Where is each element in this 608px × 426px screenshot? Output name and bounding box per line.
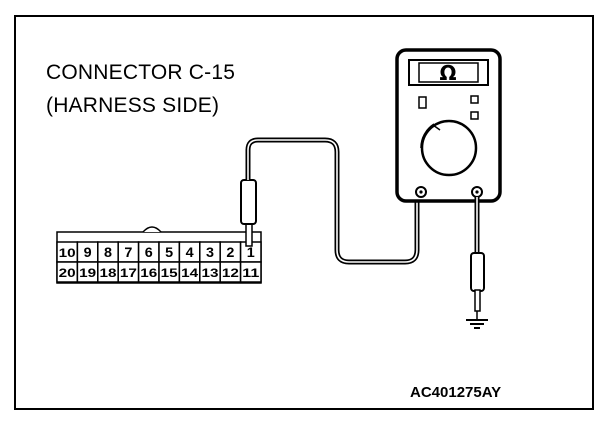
- pin-number-label: 2: [226, 244, 234, 260]
- pin-number-label: 17: [120, 266, 137, 280]
- probe-tip: [245, 221, 253, 247]
- mode-button-bottom: [470, 111, 479, 120]
- pin-number-label: 15: [161, 266, 178, 280]
- pin-number-label: 16: [140, 266, 157, 280]
- pin-number-label: 10: [59, 246, 76, 260]
- pin-number-label: 14: [181, 266, 198, 280]
- pin-number-label: 9: [84, 244, 92, 260]
- figure-frame: [14, 15, 594, 410]
- ground-probe-tip: [474, 289, 481, 312]
- pin-number-label: 3: [206, 244, 214, 260]
- probe-body: [240, 179, 257, 225]
- ground-lead: [466, 197, 488, 329]
- pin-number-label: 20: [59, 266, 76, 280]
- pin-number-label: 8: [104, 244, 112, 260]
- dial-scale: [420, 123, 435, 149]
- pin-number-label: 12: [222, 266, 239, 280]
- figure-code: AC401275AY: [410, 384, 502, 401]
- connector-subtitle: (HARNESS SIDE): [46, 94, 220, 117]
- pin-number-label: 18: [100, 266, 117, 280]
- jack-com-center: [419, 190, 423, 194]
- ground-probe-body: [470, 252, 485, 292]
- ohmmeter: Ω: [395, 48, 502, 203]
- pin-number-label: 5: [165, 244, 173, 260]
- pin-number-label: 1: [247, 244, 255, 260]
- mode-button-top: [470, 95, 479, 104]
- jack-v-ohm-center: [475, 190, 479, 194]
- test-lead-positive-inner: [247, 139, 418, 263]
- pin-number-label: 13: [202, 266, 219, 280]
- range-switch-left: [418, 96, 427, 109]
- connector-latch: [142, 226, 162, 233]
- connector-title: CONNECTOR C-15: [46, 61, 236, 84]
- pin-number-label: 11: [242, 266, 259, 280]
- test-lead-positive: [245, 137, 420, 265]
- pin-cell: [239, 261, 262, 283]
- selector-dial: [420, 119, 478, 177]
- pin-number-label: 6: [145, 244, 153, 260]
- ohm-symbol: Ω: [439, 61, 456, 85]
- pin-number-label: 4: [186, 244, 194, 260]
- meter-display: [418, 62, 479, 83]
- pin-number-label: 19: [79, 266, 96, 280]
- pin-number-label: 7: [124, 244, 132, 260]
- dial-tick: [432, 124, 441, 131]
- connector-probe: [240, 179, 257, 247]
